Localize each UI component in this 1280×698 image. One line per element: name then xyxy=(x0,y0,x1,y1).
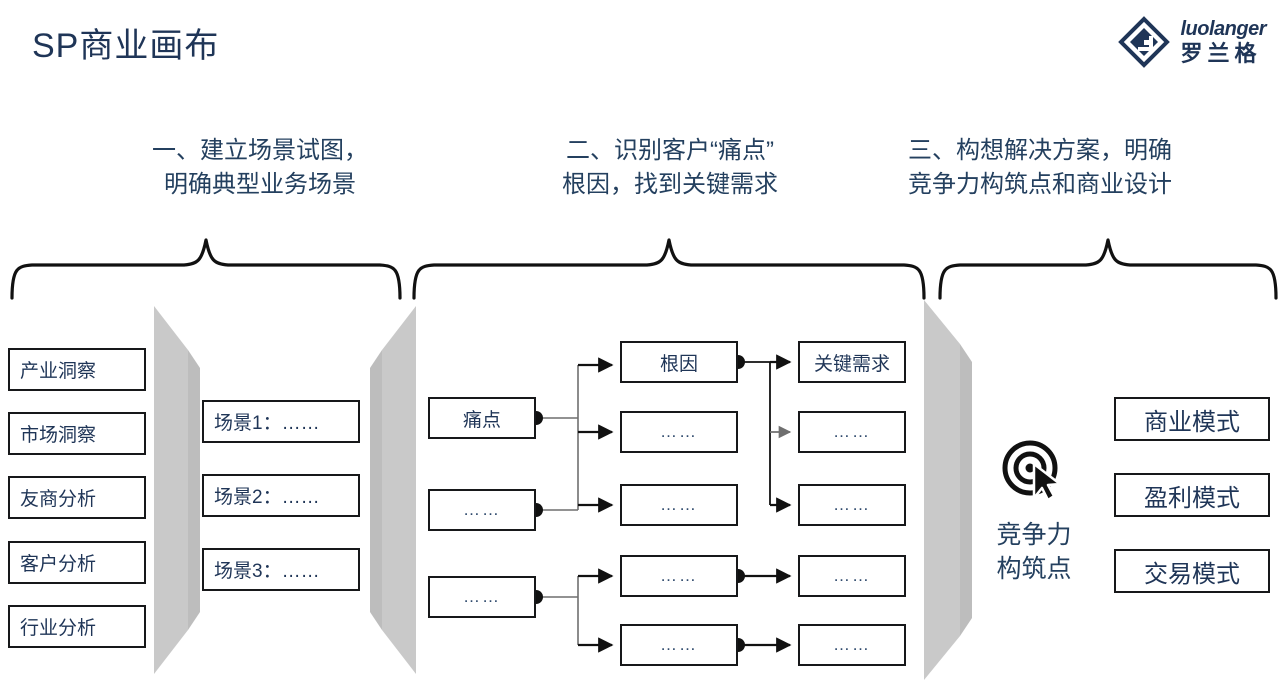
section-heading-three-line1: 三、构想解决方案，明确 xyxy=(908,137,1172,164)
key-need-box-2[interactable]: …… xyxy=(798,411,906,453)
scenario-label: 场景1：…… xyxy=(214,413,320,434)
section-heading-two: 二、识别客户“痛点” 根因，找到关键需求 xyxy=(470,134,870,202)
insight-label: 行业分析 xyxy=(20,618,97,639)
scenario-box-1[interactable]: 场景1：…… xyxy=(202,400,360,443)
pain-point-label: …… xyxy=(463,587,501,606)
pain-point-box-1[interactable]: 痛点 xyxy=(428,397,536,439)
section-heading-one: 一、建立场景试图， 明确典型业务场景 xyxy=(100,134,420,202)
page-title: SP商业画布 xyxy=(32,27,220,65)
model-label: 交易模式 xyxy=(1144,560,1240,588)
insight-box-industry-insight[interactable]: 产业洞察 xyxy=(8,348,146,391)
section-brace-one xyxy=(8,238,404,300)
key-need-label: …… xyxy=(833,422,871,441)
competitiveness-label-line1: 竞争力 xyxy=(996,521,1072,549)
key-need-label: …… xyxy=(833,635,871,654)
root-cause-box-1[interactable]: 根因 xyxy=(620,341,738,383)
key-need-box-4[interactable]: …… xyxy=(798,555,906,597)
scenario-box-3[interactable]: 场景3：…… xyxy=(202,548,360,591)
insight-label: 客户分析 xyxy=(20,554,97,575)
insight-box-competitor-analysis[interactable]: 友商分析 xyxy=(8,476,146,519)
pain-point-label: 痛点 xyxy=(462,409,501,431)
diamond-logo-icon xyxy=(1118,16,1171,68)
section-brace-three xyxy=(936,238,1280,300)
model-box-business-model[interactable]: 商业模式 xyxy=(1114,397,1270,441)
root-cause-label: …… xyxy=(660,635,698,654)
insight-label: 友商分析 xyxy=(20,489,97,510)
key-need-label: 关键需求 xyxy=(813,353,890,375)
pain-point-box-3[interactable]: …… xyxy=(428,576,536,618)
pain-point-label: …… xyxy=(463,500,501,519)
section-heading-three-line2: 竞争力构筑点和商业设计 xyxy=(908,171,1172,198)
competitiveness-label: 竞争力 构筑点 xyxy=(968,518,1100,586)
insight-box-customer-analysis[interactable]: 客户分析 xyxy=(8,541,146,584)
section-heading-two-line2: 根因，找到关键需求 xyxy=(562,171,778,198)
header-divider xyxy=(0,95,1280,96)
divider-panel-mid-left xyxy=(370,306,416,674)
root-cause-label: …… xyxy=(660,495,698,514)
section-heading-two-line1: 二、识别客户“痛点” xyxy=(566,137,774,164)
logo-wordmark-cn: 罗兰格 xyxy=(1180,41,1262,66)
insight-box-sector-analysis[interactable]: 行业分析 xyxy=(8,605,146,648)
competitiveness-label-line2: 构筑点 xyxy=(996,555,1072,583)
root-cause-label: …… xyxy=(660,422,698,441)
section-heading-three: 三、构想解决方案，明确 竞争力构筑点和商业设计 xyxy=(908,134,1280,202)
model-box-transaction-model[interactable]: 交易模式 xyxy=(1114,549,1270,593)
root-cause-label: 根因 xyxy=(659,353,698,375)
key-need-label: …… xyxy=(833,566,871,585)
section-heading-one-line1: 一、建立场景试图， xyxy=(152,137,368,164)
key-need-box-5[interactable]: …… xyxy=(798,624,906,666)
scenario-label: 场景2：…… xyxy=(214,487,320,508)
brand-logo: luolanger 罗兰格 xyxy=(1118,16,1266,68)
key-need-box-3[interactable]: …… xyxy=(798,484,906,526)
target-cursor-icon xyxy=(1002,440,1062,502)
model-box-profit-model[interactable]: 盈利模式 xyxy=(1114,473,1270,517)
scenario-box-2[interactable]: 场景2：…… xyxy=(202,474,360,517)
insight-box-market-insight[interactable]: 市场洞察 xyxy=(8,412,146,455)
section-heading-one-line2: 明确典型业务场景 xyxy=(164,171,356,198)
root-cause-box-3[interactable]: …… xyxy=(620,484,738,526)
key-need-box-1[interactable]: 关键需求 xyxy=(798,341,906,383)
model-label: 盈利模式 xyxy=(1144,484,1240,512)
section-brace-two xyxy=(410,238,928,300)
model-label: 商业模式 xyxy=(1144,408,1240,436)
root-cause-box-2[interactable]: …… xyxy=(620,411,738,453)
pain-point-box-2[interactable]: …… xyxy=(428,489,536,531)
root-cause-box-4[interactable]: …… xyxy=(620,555,738,597)
divider-panel-left xyxy=(154,306,200,674)
scenario-label: 场景3：…… xyxy=(214,561,320,582)
divider-panel-right xyxy=(924,300,972,680)
root-cause-box-5[interactable]: …… xyxy=(620,624,738,666)
insight-label: 产业洞察 xyxy=(20,361,97,382)
root-cause-label: …… xyxy=(660,566,698,585)
logo-wordmark-en: luolanger xyxy=(1180,18,1266,40)
insight-label: 市场洞察 xyxy=(20,425,97,446)
key-need-label: …… xyxy=(833,495,871,514)
